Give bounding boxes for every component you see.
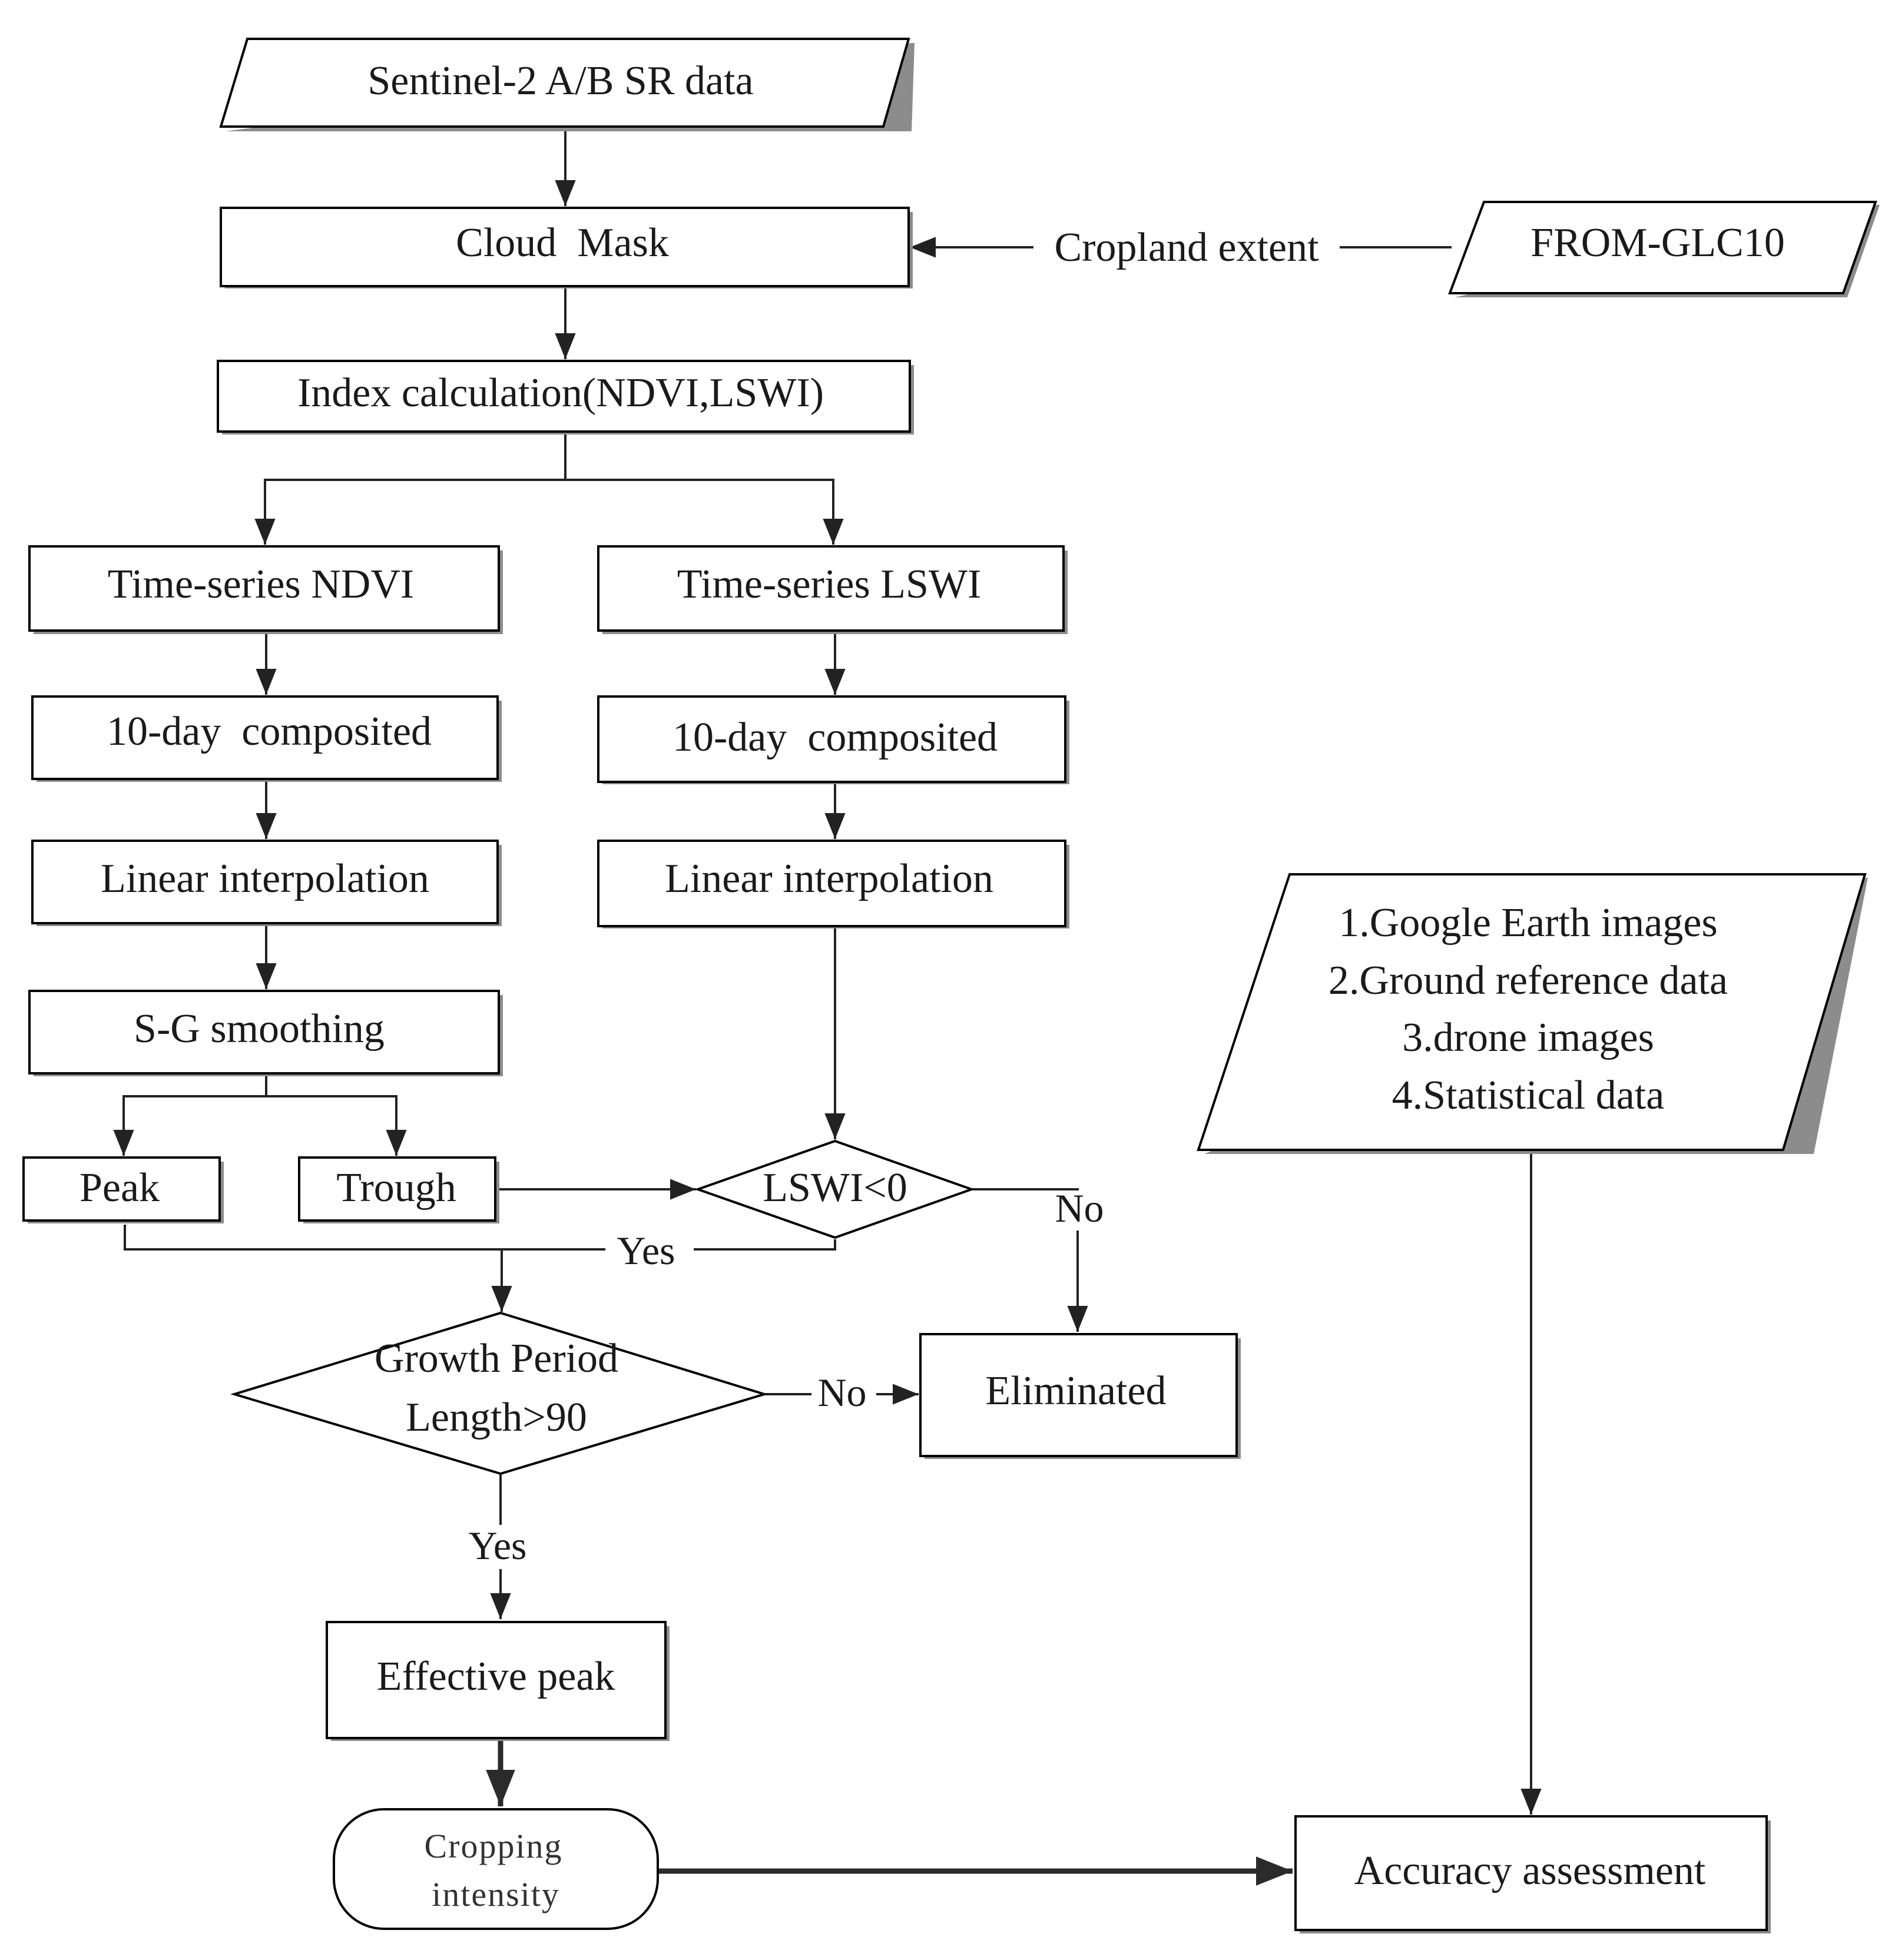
node-accuracy-assessment [1294, 1815, 1768, 1931]
label-index-calc: Index calculation(NDVI,LSWI) [297, 370, 824, 416]
process-composite-lswi [597, 695, 1066, 783]
edge-growth-no-bg [811, 1375, 876, 1415]
edge-lswi-no-bg [1050, 1190, 1109, 1231]
label-validation-4: 4.Statistical data [1392, 1073, 1665, 1118]
input-validation-data [1197, 873, 1867, 1151]
label-eliminated: Eliminated [985, 1368, 1166, 1414]
process-composite-ndvi [31, 695, 499, 780]
split-sg-to-trough [266, 1095, 407, 1156]
label-accuracy: Accuracy assessment [1354, 1848, 1706, 1893]
input-sentinel [219, 38, 910, 128]
label-peak: Peak [79, 1165, 160, 1211]
label-trough: Trough [336, 1165, 456, 1211]
label-ts-ndvi: Time-series NDVI [108, 562, 414, 607]
label-cropping-line2: intensity [432, 1875, 560, 1913]
label-growth-line1: Growth Period [375, 1336, 618, 1381]
label-cropland-extent: Cropland extent [1054, 225, 1319, 270]
label-interp-lswi: Linear interpolation [665, 856, 993, 901]
label-sentinel: Sentinel-2 A/B SR data [367, 58, 753, 104]
label-validation-2: 2.Ground reference data [1329, 958, 1728, 1003]
edge-growth-yes-bg [455, 1525, 543, 1569]
process-ts-ndvi [28, 545, 500, 632]
split-sg-to-peak [113, 1074, 267, 1156]
input-from-glc10 [1448, 201, 1877, 294]
label-cropping-line1: Cropping [424, 1827, 562, 1865]
label-sg-smoothing: S-G smoothing [134, 1006, 385, 1052]
label-edge-growth-no: No [817, 1370, 866, 1415]
decision-lswi [694, 1139, 976, 1239]
label-ts-lswi: Time-series LSWI [677, 562, 982, 607]
label-edge-lswi-no: No [1055, 1186, 1104, 1231]
process-interp-ndvi [31, 840, 499, 924]
process-cloud-mask [220, 207, 910, 287]
process-sg-smoothing [28, 990, 500, 1074]
edge-lswi-yes-bg [605, 1232, 694, 1268]
connectors [113, 127, 1542, 1886]
label-edge-growth-yes: Yes [469, 1523, 527, 1568]
label-cloud-mask: Cloud Mask [456, 220, 669, 266]
split-index-to-series [254, 431, 566, 545]
node-peak [22, 1156, 221, 1222]
decision-growth [230, 1311, 768, 1475]
node-effective-peak [326, 1621, 667, 1739]
label-validation-3: 3.drone images [1402, 1015, 1654, 1060]
label-interp-ndvi: Linear interpolation [101, 856, 429, 901]
label-lswi-decision: LSWI<0 [763, 1165, 907, 1211]
label-composite-lswi: 10-day composited [672, 715, 998, 760]
node-eliminated [919, 1333, 1238, 1457]
edge-lswi-yes [124, 1225, 836, 1251]
label-composite-ndvi: 10-day composited [107, 709, 432, 754]
split-index-to-lswi [565, 479, 844, 545]
label-effective-peak: Effective peak [377, 1654, 615, 1699]
label-growth-line2: Length>90 [406, 1395, 587, 1440]
edge-lswi-no [973, 1188, 1088, 1332]
label-edge-lswi-yes: Yes [617, 1228, 675, 1273]
label-validation-1: 1.Google Earth images [1339, 900, 1717, 946]
process-index-calc [217, 360, 911, 433]
terminal-cropping-intensity [333, 1808, 659, 1930]
process-interp-lswi [597, 840, 1066, 927]
process-ts-lswi [597, 545, 1065, 632]
label-from-glc10: FROM-GLC10 [1530, 220, 1785, 266]
cropland-label-bg [1036, 223, 1338, 272]
node-trough [298, 1156, 496, 1222]
